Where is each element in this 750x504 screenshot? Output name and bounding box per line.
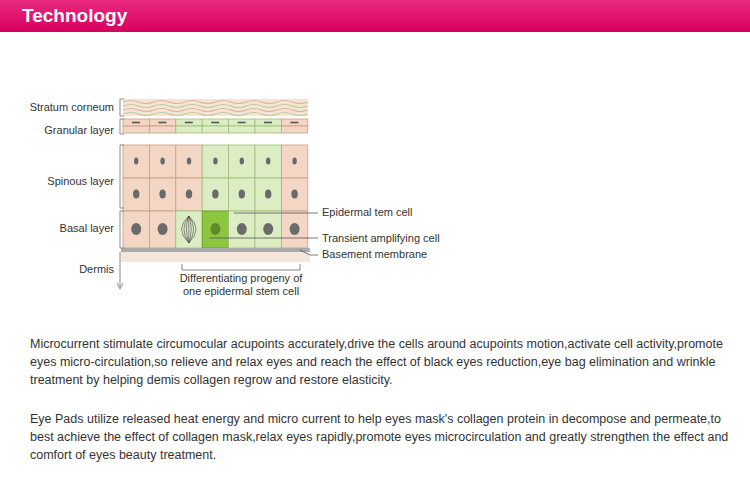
progeny-bracket xyxy=(182,264,300,270)
nucleus xyxy=(290,223,300,235)
cell-shape xyxy=(202,211,228,248)
spindle-stroke xyxy=(186,216,188,243)
keratin-stroke xyxy=(123,101,308,104)
basement-membrane xyxy=(121,248,310,252)
cell-shape xyxy=(290,122,298,124)
nucleus xyxy=(292,158,296,165)
nucleus xyxy=(291,190,297,199)
cell-shape xyxy=(132,122,140,124)
cell-shape xyxy=(185,122,193,124)
keratin-stroke xyxy=(123,113,308,116)
nucleus xyxy=(265,190,271,199)
spindle-stroke xyxy=(188,216,189,243)
cell-shape xyxy=(281,126,307,133)
cell-shape xyxy=(123,126,149,133)
nucleus xyxy=(158,223,168,235)
cell-shape xyxy=(202,145,228,178)
cell-shape xyxy=(281,145,307,178)
cell-shape xyxy=(149,119,175,126)
cell-shape xyxy=(202,178,228,211)
dermis-band xyxy=(121,252,310,262)
layer-label: Stratum corneum xyxy=(30,101,114,113)
nucleus xyxy=(266,158,270,165)
nucleus xyxy=(131,223,141,235)
paragraph: Eye Pads utilize released heat energy an… xyxy=(30,410,730,464)
nucleus xyxy=(240,158,244,165)
nucleus xyxy=(239,190,245,199)
cell-shape xyxy=(255,178,281,211)
keratin-stroke xyxy=(123,105,308,108)
nucleus xyxy=(210,223,220,235)
layer-label: Spinous layer xyxy=(47,175,114,187)
layer-brackets xyxy=(117,99,124,289)
callout-label: Epidermal tem cell xyxy=(322,206,412,218)
cell-shape xyxy=(229,126,255,133)
cell-shape xyxy=(149,211,175,248)
cell-shape xyxy=(229,119,255,126)
cell-shape xyxy=(229,145,255,178)
cell-shape xyxy=(176,126,202,133)
spindle-stroke xyxy=(189,216,191,243)
cell-shape xyxy=(281,178,307,211)
cell-shape xyxy=(211,122,219,124)
nucleus xyxy=(187,158,191,165)
callout-label: Basement membrane xyxy=(322,248,427,260)
nucleus xyxy=(186,190,192,199)
nucleus xyxy=(160,158,164,165)
cell-shape xyxy=(229,178,255,211)
cell-shape xyxy=(176,145,202,178)
cell-shape xyxy=(255,126,281,133)
nucleus xyxy=(133,190,139,199)
keratin-stroke xyxy=(123,109,308,112)
cell-shape xyxy=(238,122,246,124)
cell-shape xyxy=(255,119,281,126)
nucleus xyxy=(237,223,247,235)
stratum-band xyxy=(123,99,308,116)
cell-shape xyxy=(229,211,255,248)
cell-shape xyxy=(281,211,307,248)
cell-shape xyxy=(202,126,228,133)
page-title: Technology xyxy=(22,5,127,27)
nucleus xyxy=(134,158,138,165)
nucleus xyxy=(213,158,217,165)
cell-shape xyxy=(176,211,202,248)
spindle-stroke xyxy=(182,216,189,243)
paragraph: Microcurrent stimulate circumocular acup… xyxy=(30,335,730,389)
bracket-label: Differentiating progeny of one epidermal… xyxy=(171,272,311,298)
cell-shape xyxy=(255,211,281,248)
cell-shape xyxy=(123,178,149,211)
nucleus xyxy=(159,190,165,199)
leader-lines xyxy=(210,213,318,255)
callout-label: Transient amplifying cell xyxy=(322,232,440,244)
cell-shape xyxy=(123,211,149,248)
cell-grid xyxy=(121,99,310,262)
cell-shape xyxy=(176,178,202,211)
cell-shape xyxy=(264,122,272,124)
cell-shape xyxy=(149,126,175,133)
nucleus xyxy=(263,223,273,235)
cell-shape xyxy=(149,145,175,178)
spindle-stroke xyxy=(184,216,189,243)
cell-shape xyxy=(176,119,202,126)
cell-shape xyxy=(202,119,228,126)
cell-shape xyxy=(123,145,149,178)
spindle-stroke xyxy=(189,216,196,243)
cell-shape xyxy=(255,145,281,178)
nucleus xyxy=(212,190,218,199)
layer-label: Granular layer xyxy=(44,124,114,136)
cell-shape xyxy=(158,122,166,124)
cell-shape xyxy=(123,119,149,126)
cell-shape xyxy=(281,119,307,126)
layer-label: Basal layer xyxy=(60,222,114,234)
cell-shape xyxy=(149,178,175,211)
layer-label: Dermis xyxy=(79,263,114,275)
